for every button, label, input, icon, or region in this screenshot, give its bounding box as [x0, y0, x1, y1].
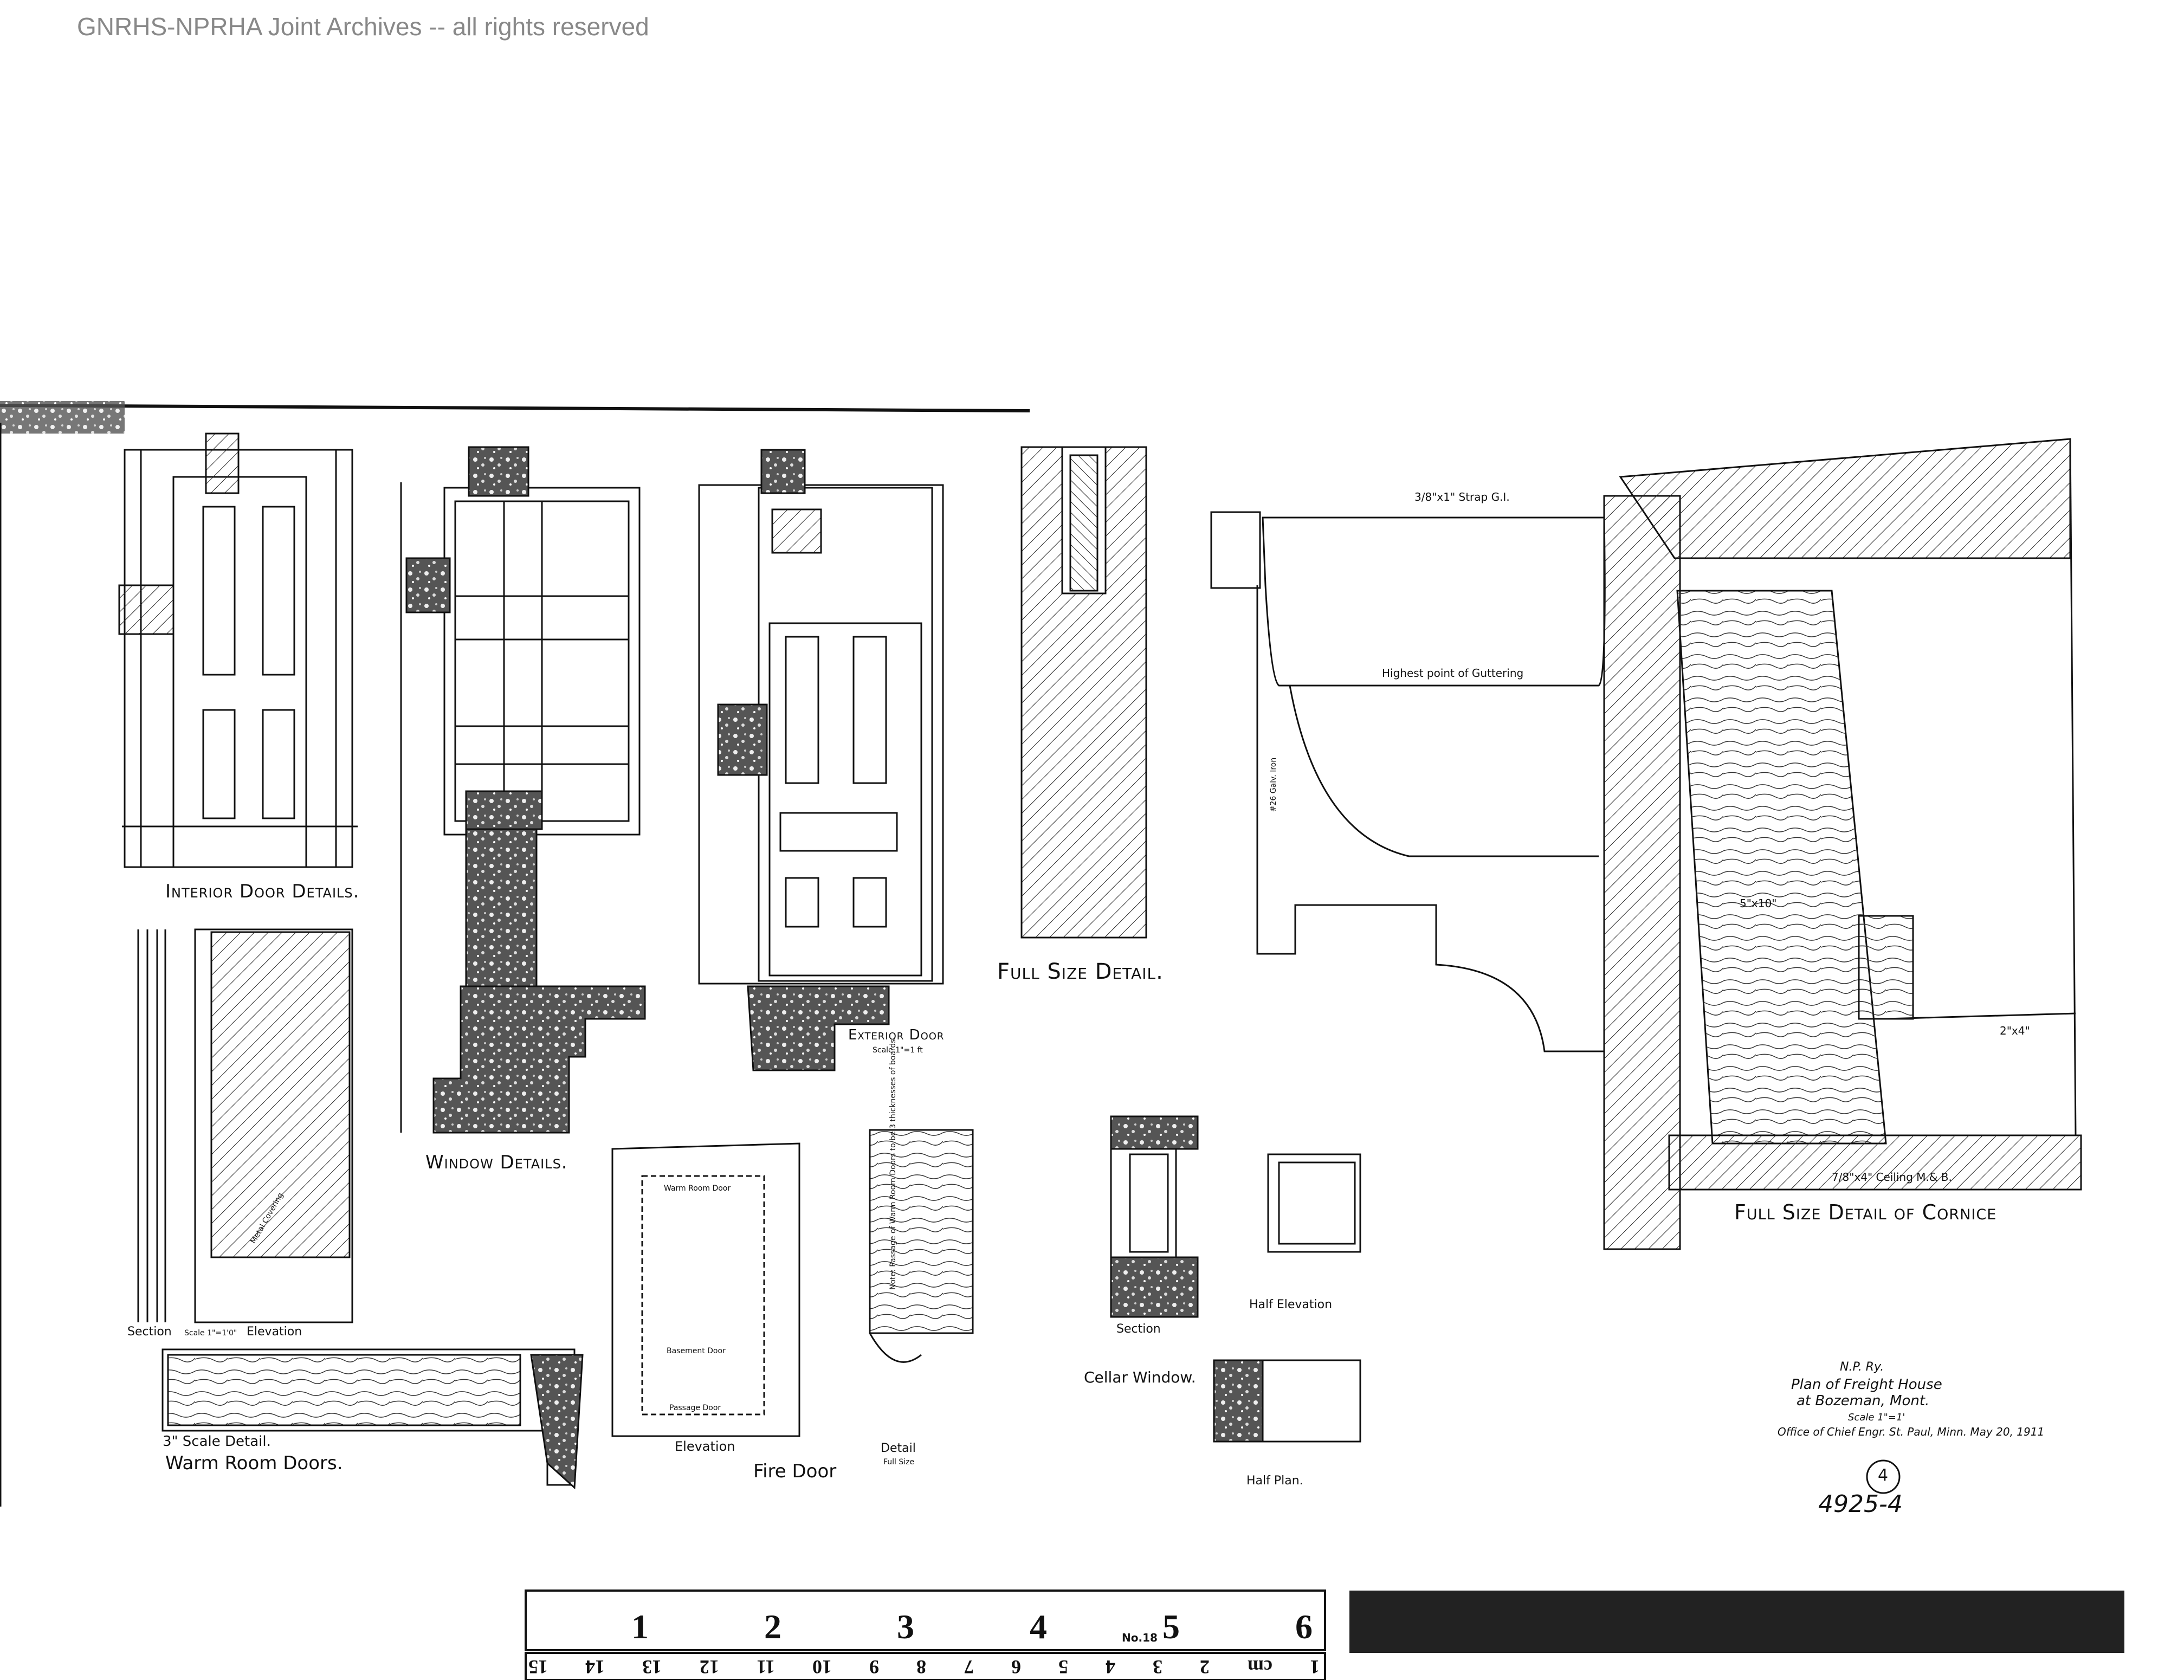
exterior-door-drawing [698, 449, 944, 1071]
interior-door-drawing [118, 432, 358, 868]
half-plan-label: Half Plan. [1246, 1474, 1303, 1488]
ruler-cm-2: 2 [1200, 1656, 1210, 1678]
warm-room-section-label: Section [127, 1325, 172, 1339]
title-office: Office of Chief Engr. St. Paul, Minn. Ma… [1778, 1425, 2045, 1438]
ruler-cm-1: 1 [1309, 1656, 1320, 1678]
ruler-cm-5: 5 [1058, 1656, 1068, 1678]
basement-door-note: Basement Door [667, 1347, 726, 1355]
strap-note: 3/8"x1" Strap G.I. [1414, 490, 1510, 503]
ruler-cm-7: 7 [964, 1656, 974, 1678]
window-detail-drawing [400, 446, 646, 1134]
scale-ruler [525, 1589, 2124, 1680]
ceiling-note: 7/8"x4" Ceiling M.& B. [1832, 1171, 1952, 1184]
fire-door-drawing [611, 1129, 974, 1437]
cellar-section-label: Section [1116, 1322, 1161, 1336]
fire-door-label: Fire Door [753, 1461, 837, 1482]
ruler-inch-6: 6 [1295, 1607, 1313, 1646]
title-scale: Scale 1"=1' [1848, 1412, 1905, 1423]
fire-door-detail-scale: Full Size [883, 1458, 915, 1466]
window-details-label: Window Details. [425, 1152, 568, 1173]
full-size-detail-drawing [1020, 446, 1147, 939]
cellar-window-label: Cellar Window. [1084, 1368, 1196, 1386]
ruler-inch-5: 5 [1162, 1607, 1180, 1646]
ruler-cm-9: 9 [869, 1656, 880, 1678]
ruler-cm-12: 12 [699, 1656, 719, 1678]
ruler-inch-1: 1 [631, 1607, 649, 1646]
ruler-inch-3: 3 [897, 1607, 914, 1646]
railway-name: N.P. Ry. [1840, 1360, 1884, 1374]
timber-size-b: 2"x4" [2000, 1024, 2030, 1037]
fire-door-detail-label: Detail [881, 1442, 916, 1455]
fire-door-note: Note: Passage of Warm Room Doors to be 3… [889, 1037, 897, 1290]
passage-door-note: Passage Door [669, 1404, 721, 1412]
warm-room-doors-label: Warm Room Doors. [165, 1452, 343, 1474]
sheet-number-circle [1866, 1459, 1901, 1494]
scale-detail-label: 3" Scale Detail. [163, 1433, 271, 1450]
ruler-cm-10: 10 [812, 1656, 832, 1678]
ruler-model: No.18 [1122, 1631, 1158, 1644]
ruler-cm-13: 13 [642, 1656, 662, 1678]
full-size-detail-label: Full Size Detail. [997, 959, 1164, 984]
ruler-cm-8: 8 [916, 1656, 927, 1678]
ruler-cm-unit: cm [1247, 1656, 1272, 1678]
sheet-top-edge [0, 401, 1030, 1507]
warm-room-section-scale: Scale 1"=1'0" [184, 1329, 237, 1337]
cornice-detail-drawing [1210, 438, 2082, 1250]
ruler-cm-11: 11 [756, 1656, 775, 1678]
exterior-door-scale: Scale 1"=1 ft [873, 1046, 923, 1055]
timber-size-a: 5"x10" [1740, 897, 1777, 910]
ruler-cm-6: 6 [1011, 1656, 1021, 1678]
ruler-cm-3: 3 [1153, 1656, 1163, 1678]
ruler-cm-scale: 15 14 13 12 11 10 9 8 7 6 5 4 3 2 cm 1 [528, 1656, 1320, 1678]
warm-room-door-note: Warm Room Door [664, 1184, 731, 1193]
ruler-inch-2: 2 [764, 1607, 781, 1646]
cornice-detail-label: Full Size Detail of Cornice [1734, 1200, 1997, 1224]
ruler-inch-4: 4 [1030, 1607, 1047, 1646]
exterior-door-label: Exterior Door [848, 1027, 945, 1043]
gutter-note: Highest point of Guttering [1382, 667, 1524, 680]
sheet-number: 4 [1878, 1466, 1889, 1485]
warm-room-elevation-label: Elevation [247, 1325, 302, 1339]
interior-door-label: Interior Door Details. [165, 881, 360, 902]
drawing-number: 4925-4 [1818, 1490, 1903, 1518]
cellar-window-drawing [1110, 1115, 1361, 1443]
title-line-1: Plan of Freight House [1791, 1377, 1942, 1393]
warm-room-door-drawing [137, 928, 584, 1490]
half-elevation-label: Half Elevation [1249, 1298, 1333, 1311]
title-line-2: at Bozeman, Mont. [1797, 1393, 1930, 1409]
fire-door-elevation-label: Elevation [675, 1439, 735, 1454]
ruler-cm-4: 4 [1106, 1656, 1116, 1678]
ruler-cm-15: 15 [528, 1656, 548, 1678]
galv-iron-note: #26 Galv. Iron [1269, 757, 1278, 812]
ruler-cm-14: 14 [585, 1656, 605, 1678]
archive-watermark: GNRHS-NPRHA Joint Archives -- all rights… [77, 12, 649, 41]
